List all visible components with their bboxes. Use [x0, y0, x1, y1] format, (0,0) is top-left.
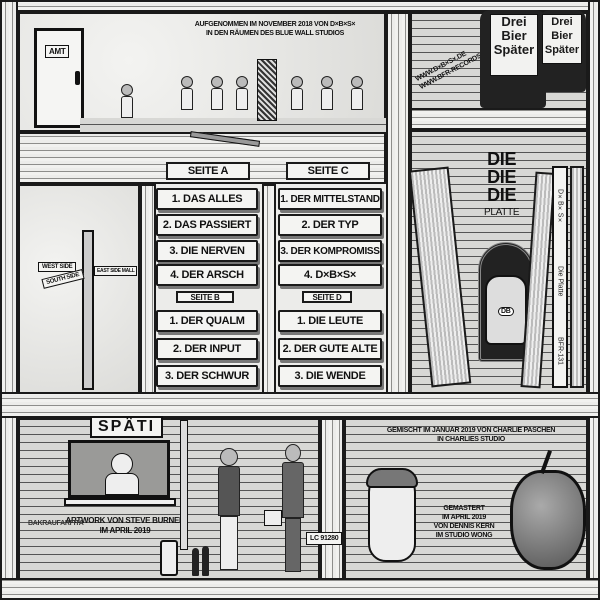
kiosk-window [68, 440, 170, 498]
artwork-credit: Artwork von Steve Burnerim April 2019 [65, 516, 185, 535]
side-d-header: Seite D [302, 291, 352, 303]
band-member [320, 76, 334, 112]
door-sign: AMT [45, 45, 70, 58]
apple-core-top [366, 468, 418, 488]
empty-bottle [192, 548, 199, 576]
man-in-suit [282, 444, 304, 574]
train: DB [485, 275, 527, 345]
post [140, 184, 156, 394]
waiting-person [120, 84, 134, 120]
recording-room: AMT Aufgenommen im November 2018 von D×B… [18, 12, 386, 132]
record [570, 166, 584, 388]
beer-bottle: Drei Bier Später [480, 10, 546, 108]
track-c2: 2. Der Typ [278, 214, 382, 236]
man-with-glasses [218, 448, 240, 574]
floor [80, 118, 386, 132]
track-a2: 2. Das Passiert [156, 214, 258, 236]
drainpipe [180, 420, 188, 550]
band-member [235, 76, 249, 112]
matchstick [189, 131, 261, 147]
mastered-credit: Gemastertim April 2019von Dennis Kernim … [433, 505, 495, 539]
track-a1: 1. Das Alles [156, 188, 258, 210]
left-post [0, 0, 18, 600]
bottle-label: Drei Bier Später [490, 14, 538, 76]
side-b-header: Seite B [176, 291, 234, 303]
label-logo: Bakraufarfita [28, 520, 84, 527]
label-code-plate: LC 91280 [306, 532, 343, 545]
db-badge: DB [498, 307, 514, 316]
spaeti-scene: Späti Artwork von Steve Burnerim April 2… [18, 416, 320, 580]
apple-core [366, 468, 418, 562]
band-member [290, 76, 304, 112]
street-panel: West Side South Side East Side Mall [18, 184, 140, 394]
booth-door [257, 59, 277, 121]
track-b2: 2. Der Input [156, 338, 258, 360]
shopkeeper-body [105, 473, 139, 495]
bottle-label: Drei Bier Später [542, 14, 582, 64]
counter [64, 498, 176, 506]
sign-east-side-mall: East Side Mall [94, 266, 138, 276]
whole-apple [510, 470, 586, 570]
sign-post [82, 230, 94, 390]
track-c3: 3. Der Kompromiss [278, 240, 382, 262]
side-c-header: Seite C [286, 162, 370, 180]
center-post [386, 12, 410, 394]
lower-shelf-beam [0, 392, 600, 418]
band-member [350, 76, 364, 112]
band-member [180, 76, 194, 112]
shopkeeper [111, 453, 133, 475]
briefcase [264, 510, 282, 526]
track-d1: 1. Die Leute [278, 310, 382, 332]
door-handle-icon [75, 71, 80, 85]
trash-can [160, 540, 178, 576]
office-door: AMT [34, 28, 84, 128]
record-shelf: DieDieDie Platte DB D×B×S×Die PlatteBFR-… [408, 130, 588, 394]
track-b1: 1. Der Qualm [156, 310, 258, 332]
recorded-credit: Aufgenommen im November 2018 von D×B×S× … [194, 21, 356, 37]
track-a4: 4. Der Arsch [156, 264, 258, 286]
track-a3: 3. Die Nerven [156, 240, 258, 262]
apple-scene: Gemischt im Januar 2019 von Charlie Pasc… [344, 418, 588, 580]
bottom-beam [0, 578, 600, 600]
band-member [210, 76, 224, 112]
track-c1: 1. Der Mittelstand [278, 188, 382, 210]
right-post [588, 0, 600, 600]
track-d3: 3. Die Wende [278, 365, 382, 387]
beer-bottle: Drei Bier Später [540, 10, 586, 92]
track-b3: 3. Der Schwur [156, 365, 258, 387]
leaning-record [408, 166, 472, 388]
shelf-board [410, 108, 588, 130]
track-c4: 4. D×B×S× [278, 264, 382, 286]
empty-bottle [202, 546, 209, 576]
bottle-shelf: www.D×B×S×.dewww.bfr-records.de Drei Bie… [410, 10, 588, 110]
track-d2: 2. Der gute Alte [278, 338, 382, 360]
post: LC 91280 [306, 418, 344, 580]
spaeti-sign: Späti [90, 416, 164, 438]
tunnel: DB [478, 242, 534, 362]
graffiti: DieDieDie Platte [484, 149, 520, 218]
sign-west-side: West Side [38, 262, 77, 272]
sign-south-side: South Side [41, 269, 85, 289]
mixed-credit: Gemischt im Januar 2019 von Charlie Pasc… [386, 427, 556, 443]
post [262, 184, 276, 394]
side-a-header: Seite A [166, 162, 250, 180]
